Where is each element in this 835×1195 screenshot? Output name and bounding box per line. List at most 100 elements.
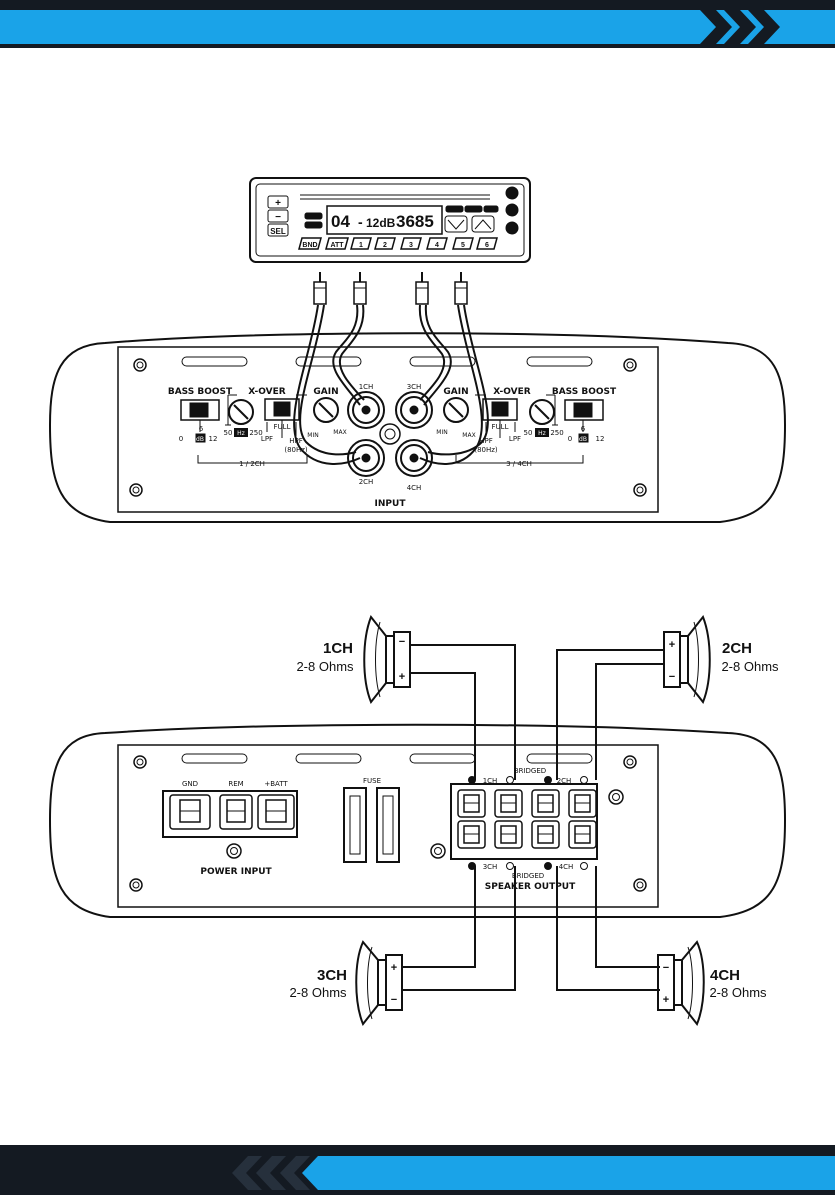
svg-text:6: 6 — [581, 425, 586, 433]
speaker-icon — [355, 940, 403, 1026]
svg-text:0: 0 — [568, 435, 572, 443]
svg-text:1CH: 1CH — [359, 383, 374, 391]
svg-text:dB: dB — [196, 436, 204, 443]
speaker-labels: 1CH 2-8 Ohms 2CH 2-8 Ohms 3CH 2-8 Ohms 4… — [289, 640, 779, 1000]
bridged-bottom-label: BRIDGED — [512, 872, 544, 880]
svg-text:FULL: FULL — [492, 423, 509, 431]
speaker-1-ohms: 2-8 Ohms — [296, 659, 354, 674]
svg-text:50: 50 — [524, 429, 533, 437]
svg-text:MAX: MAX — [462, 432, 475, 439]
output-amplifier — [48, 723, 787, 918]
minus-button: − — [275, 212, 281, 223]
group-label-left: 1 / 2CH — [239, 460, 265, 468]
fuse-label: FUSE — [363, 777, 381, 785]
head-unit-button-label: 3 — [409, 242, 413, 249]
input-label: INPUT — [375, 499, 407, 509]
terminal-dots — [468, 776, 588, 870]
svg-text:(80Hz): (80Hz) — [284, 446, 308, 454]
group-label-right: 3 / 4CH — [506, 460, 532, 468]
speaker-terminal — [568, 820, 597, 849]
svg-text:1CH: 1CH — [483, 777, 498, 785]
head-unit-button-label: 6 — [485, 242, 489, 249]
display-att: 12dB — [366, 216, 396, 230]
xover-label-right: X-OVER — [493, 387, 530, 397]
speaker-icon — [657, 940, 705, 1026]
display-freq: 3685 — [396, 212, 434, 231]
svg-text:250: 250 — [249, 429, 262, 437]
svg-text:+: + — [399, 671, 405, 683]
svg-text:+: + — [669, 639, 675, 651]
svg-text:−: − — [391, 994, 397, 1006]
head-unit-button-label: 2 — [383, 242, 387, 249]
right-controls — [443, 394, 604, 464]
rca-jacks — [347, 391, 433, 477]
head-unit-button-label: 1 — [359, 242, 363, 249]
head-unit-button-label: 5 — [461, 242, 465, 249]
svg-text:−: − — [669, 671, 675, 683]
svg-text:dB: dB — [579, 436, 587, 443]
svg-text:12: 12 — [596, 435, 605, 443]
svg-text:3CH: 3CH — [483, 863, 498, 871]
speaker-terminal — [457, 789, 486, 818]
chevron-left-icon — [280, 1156, 310, 1190]
head-unit-display: 04 - 12dB 3685 — [331, 212, 434, 231]
head-unit-bottom-buttons: BND ATT 1 2 3 4 5 6 — [298, 237, 498, 250]
svg-text:FULL: FULL — [274, 423, 291, 431]
gain-label-left: GAIN — [313, 387, 338, 397]
speaker-terminal — [494, 789, 523, 818]
bass-boost-label-right: BASS BOOST — [552, 387, 617, 397]
speaker-3-ohms: 2-8 Ohms — [289, 985, 347, 1000]
polarity-marks: − + + − + − − + — [391, 636, 675, 1006]
right-control-labels: GAIN MIN MAX X-OVER FULL HPF (80Hz) LPF … — [436, 387, 617, 468]
chevron-left-icon — [232, 1156, 262, 1190]
head-unit-button: BND — [298, 237, 322, 250]
head-unit-button: 2 — [374, 237, 396, 250]
speaker-terminal — [531, 789, 560, 818]
head-unit-button-label: BND — [302, 242, 317, 249]
head-unit-side-buttons: + − SEL — [270, 198, 286, 236]
speaker-1-name: 1CH — [323, 640, 353, 657]
svg-text:−: − — [399, 636, 405, 648]
head-unit-button-label: 4 — [435, 242, 439, 249]
svg-text:4CH: 4CH — [559, 863, 574, 871]
svg-text:Hz: Hz — [538, 430, 546, 437]
svg-text:250: 250 — [550, 429, 563, 437]
svg-text:+: + — [663, 994, 669, 1006]
svg-text:LPF: LPF — [509, 435, 521, 443]
xover-label-left: X-OVER — [248, 387, 285, 397]
display-track: 04 — [331, 212, 350, 231]
bridged-top-label: BRIDGED — [514, 767, 546, 775]
speaker-wires — [403, 644, 665, 991]
svg-text:(80Hz): (80Hz) — [474, 446, 498, 454]
left-controls — [180, 394, 339, 464]
svg-text:0: 0 — [179, 435, 183, 443]
speaker-icon — [663, 615, 711, 704]
svg-text:REM: REM — [228, 780, 243, 788]
svg-text:4CH: 4CH — [407, 484, 422, 492]
speaker-3-name: 3CH — [317, 967, 347, 984]
output-labels: GND REM +BATT POWER INPUT FUSE BRIDGED 1… — [182, 767, 576, 892]
svg-text:MAX: MAX — [333, 429, 346, 436]
svg-text:Hz: Hz — [237, 430, 245, 437]
rca-labels: 1CH 3CH 2CH 4CH INPUT — [359, 383, 422, 509]
rca-cables — [293, 272, 489, 465]
speaker-terminal — [531, 820, 560, 849]
speaker-icon — [363, 615, 411, 704]
speaker-2-name: 2CH — [722, 640, 752, 657]
speaker-terminal — [457, 820, 486, 849]
head-unit-button: 3 — [400, 237, 422, 250]
svg-text:2CH: 2CH — [557, 777, 572, 785]
svg-text:+: + — [391, 962, 397, 974]
speaker-2-ohms: 2-8 Ohms — [721, 659, 779, 674]
svg-text:LPF: LPF — [261, 435, 273, 443]
bass-boost-label-left: BASS BOOST — [168, 387, 233, 397]
speaker-4-ohms: 2-8 Ohms — [709, 985, 767, 1000]
head-unit-button: ATT — [325, 237, 349, 250]
speaker-4-name: 4CH — [710, 967, 740, 984]
svg-text:50: 50 — [224, 429, 233, 437]
head-unit-button: 1 — [350, 237, 372, 250]
svg-text:MIN: MIN — [307, 432, 318, 439]
speaker-terminals — [457, 789, 597, 849]
head-unit — [249, 177, 531, 263]
